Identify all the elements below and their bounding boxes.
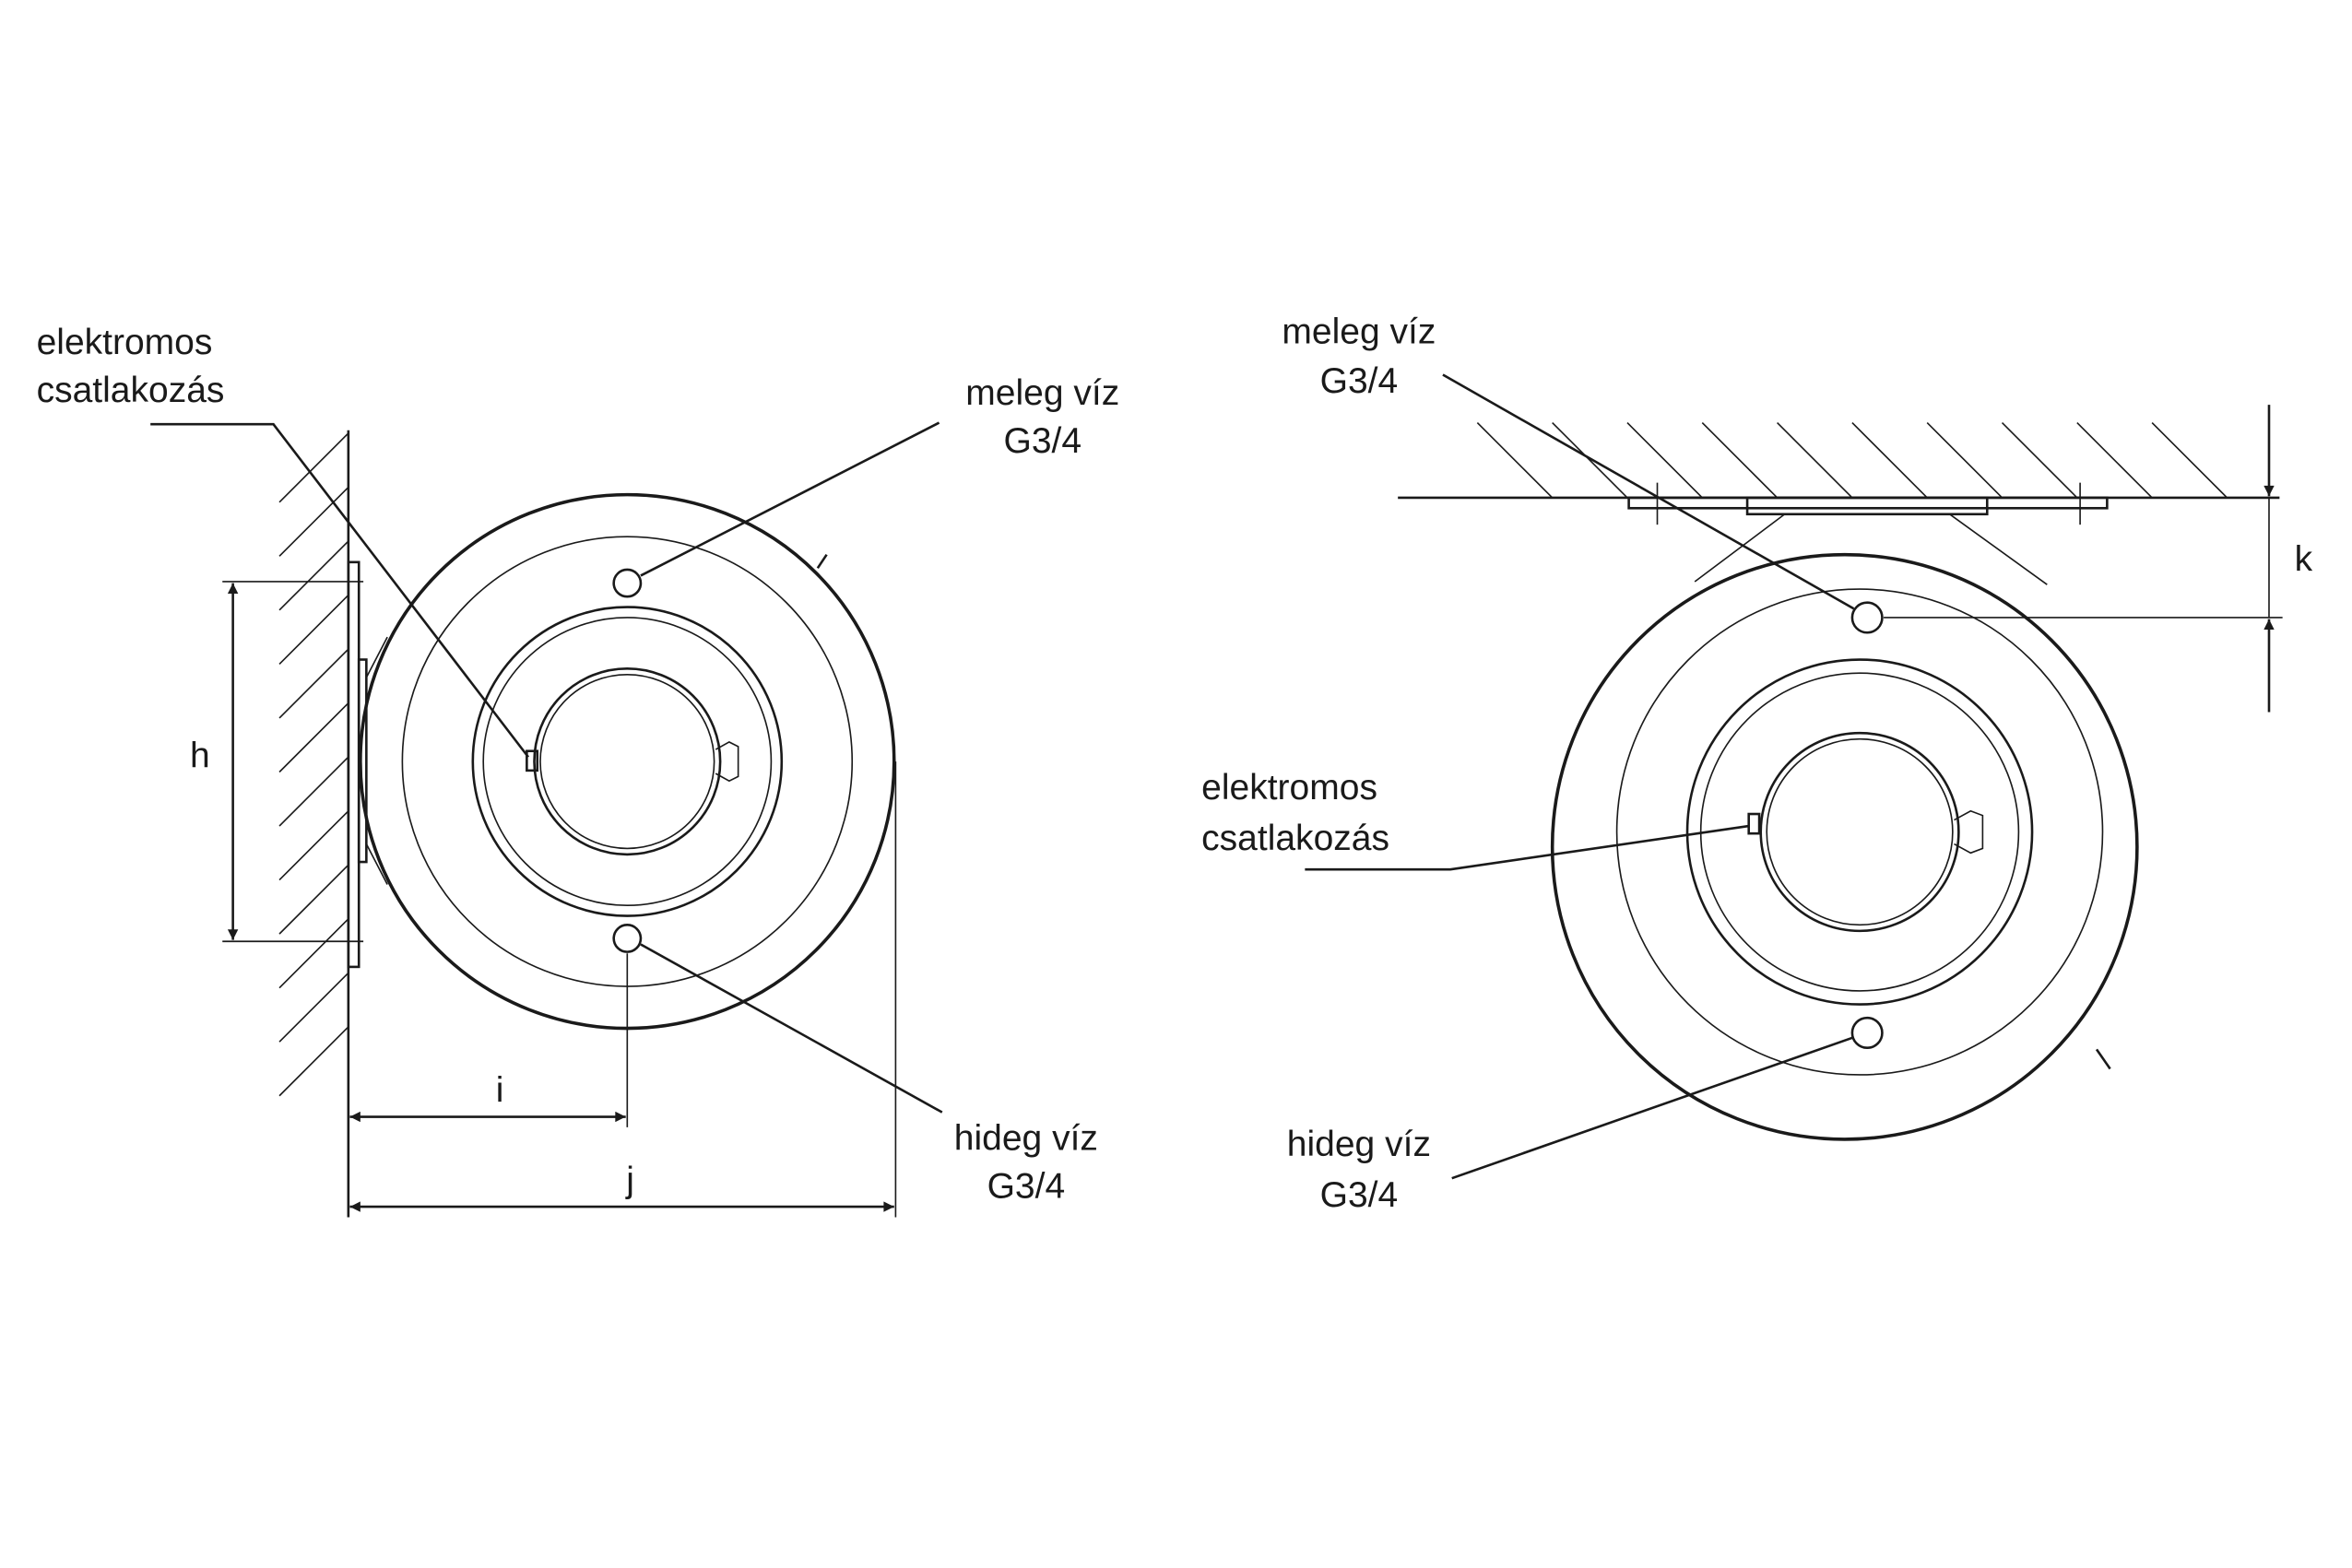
- hot-water-leader: [1442, 373, 1855, 610]
- dimension-h-label: h: [190, 737, 210, 776]
- cold-water-label-line2: G3/4: [987, 1166, 1066, 1206]
- dimension-i: i: [349, 953, 629, 1127]
- dimension-i-label: i: [496, 1070, 504, 1110]
- cold-water-connection: [612, 924, 643, 953]
- hot-water-label-line2: G3/4: [1320, 361, 1399, 401]
- hot-water-leader: [640, 421, 940, 577]
- left-view: elektromos csatlakozás meleg víz G3/4 hi…: [37, 323, 1119, 1218]
- boiler-body: [359, 492, 896, 1031]
- electrical-connection: [526, 749, 539, 772]
- electrical-label-line1: elektromos: [1201, 768, 1377, 808]
- mounting-bracket: [1627, 482, 2109, 585]
- mounting-bracket: [347, 560, 388, 969]
- dimension-k: k: [1884, 405, 2313, 713]
- dimension-k-label: k: [2295, 540, 2313, 580]
- electrical-label-line1: elektromos: [37, 323, 213, 362]
- wall: [278, 430, 350, 1218]
- electrical-leader: [1305, 824, 1749, 871]
- hot-water-label-line1: meleg víz: [1282, 312, 1436, 351]
- electrical-leader: [150, 422, 530, 759]
- cold-water-label-line1: hideg víz: [1287, 1125, 1431, 1164]
- electrical-connection: [1747, 812, 1761, 835]
- cold-water-leader: [640, 943, 943, 1114]
- right-view: meleg víz G3/4 elektromos csatlakozás hi…: [1201, 312, 2312, 1215]
- hot-water-label-line1: meleg víz: [965, 373, 1119, 413]
- electrical-label-line2: csatlakozás: [37, 371, 225, 410]
- ceiling: [1398, 422, 2280, 500]
- cold-water-label-line2: G3/4: [1320, 1175, 1399, 1215]
- boiler-body: [1550, 552, 2139, 1141]
- cold-water-label-line1: hideg víz: [954, 1118, 1098, 1158]
- electrical-label-line2: csatlakozás: [1201, 819, 1389, 858]
- hot-water-label-line2: G3/4: [1003, 421, 1081, 461]
- hot-water-connection: [612, 568, 643, 598]
- dimension-j-label: j: [625, 1161, 634, 1200]
- dimension-j: j: [349, 761, 897, 1218]
- cold-water-connection: [1850, 1016, 1884, 1050]
- dimension-h: h: [190, 581, 364, 943]
- hot-water-connection: [1850, 601, 1884, 634]
- cold-water-leader: [1451, 1036, 1854, 1180]
